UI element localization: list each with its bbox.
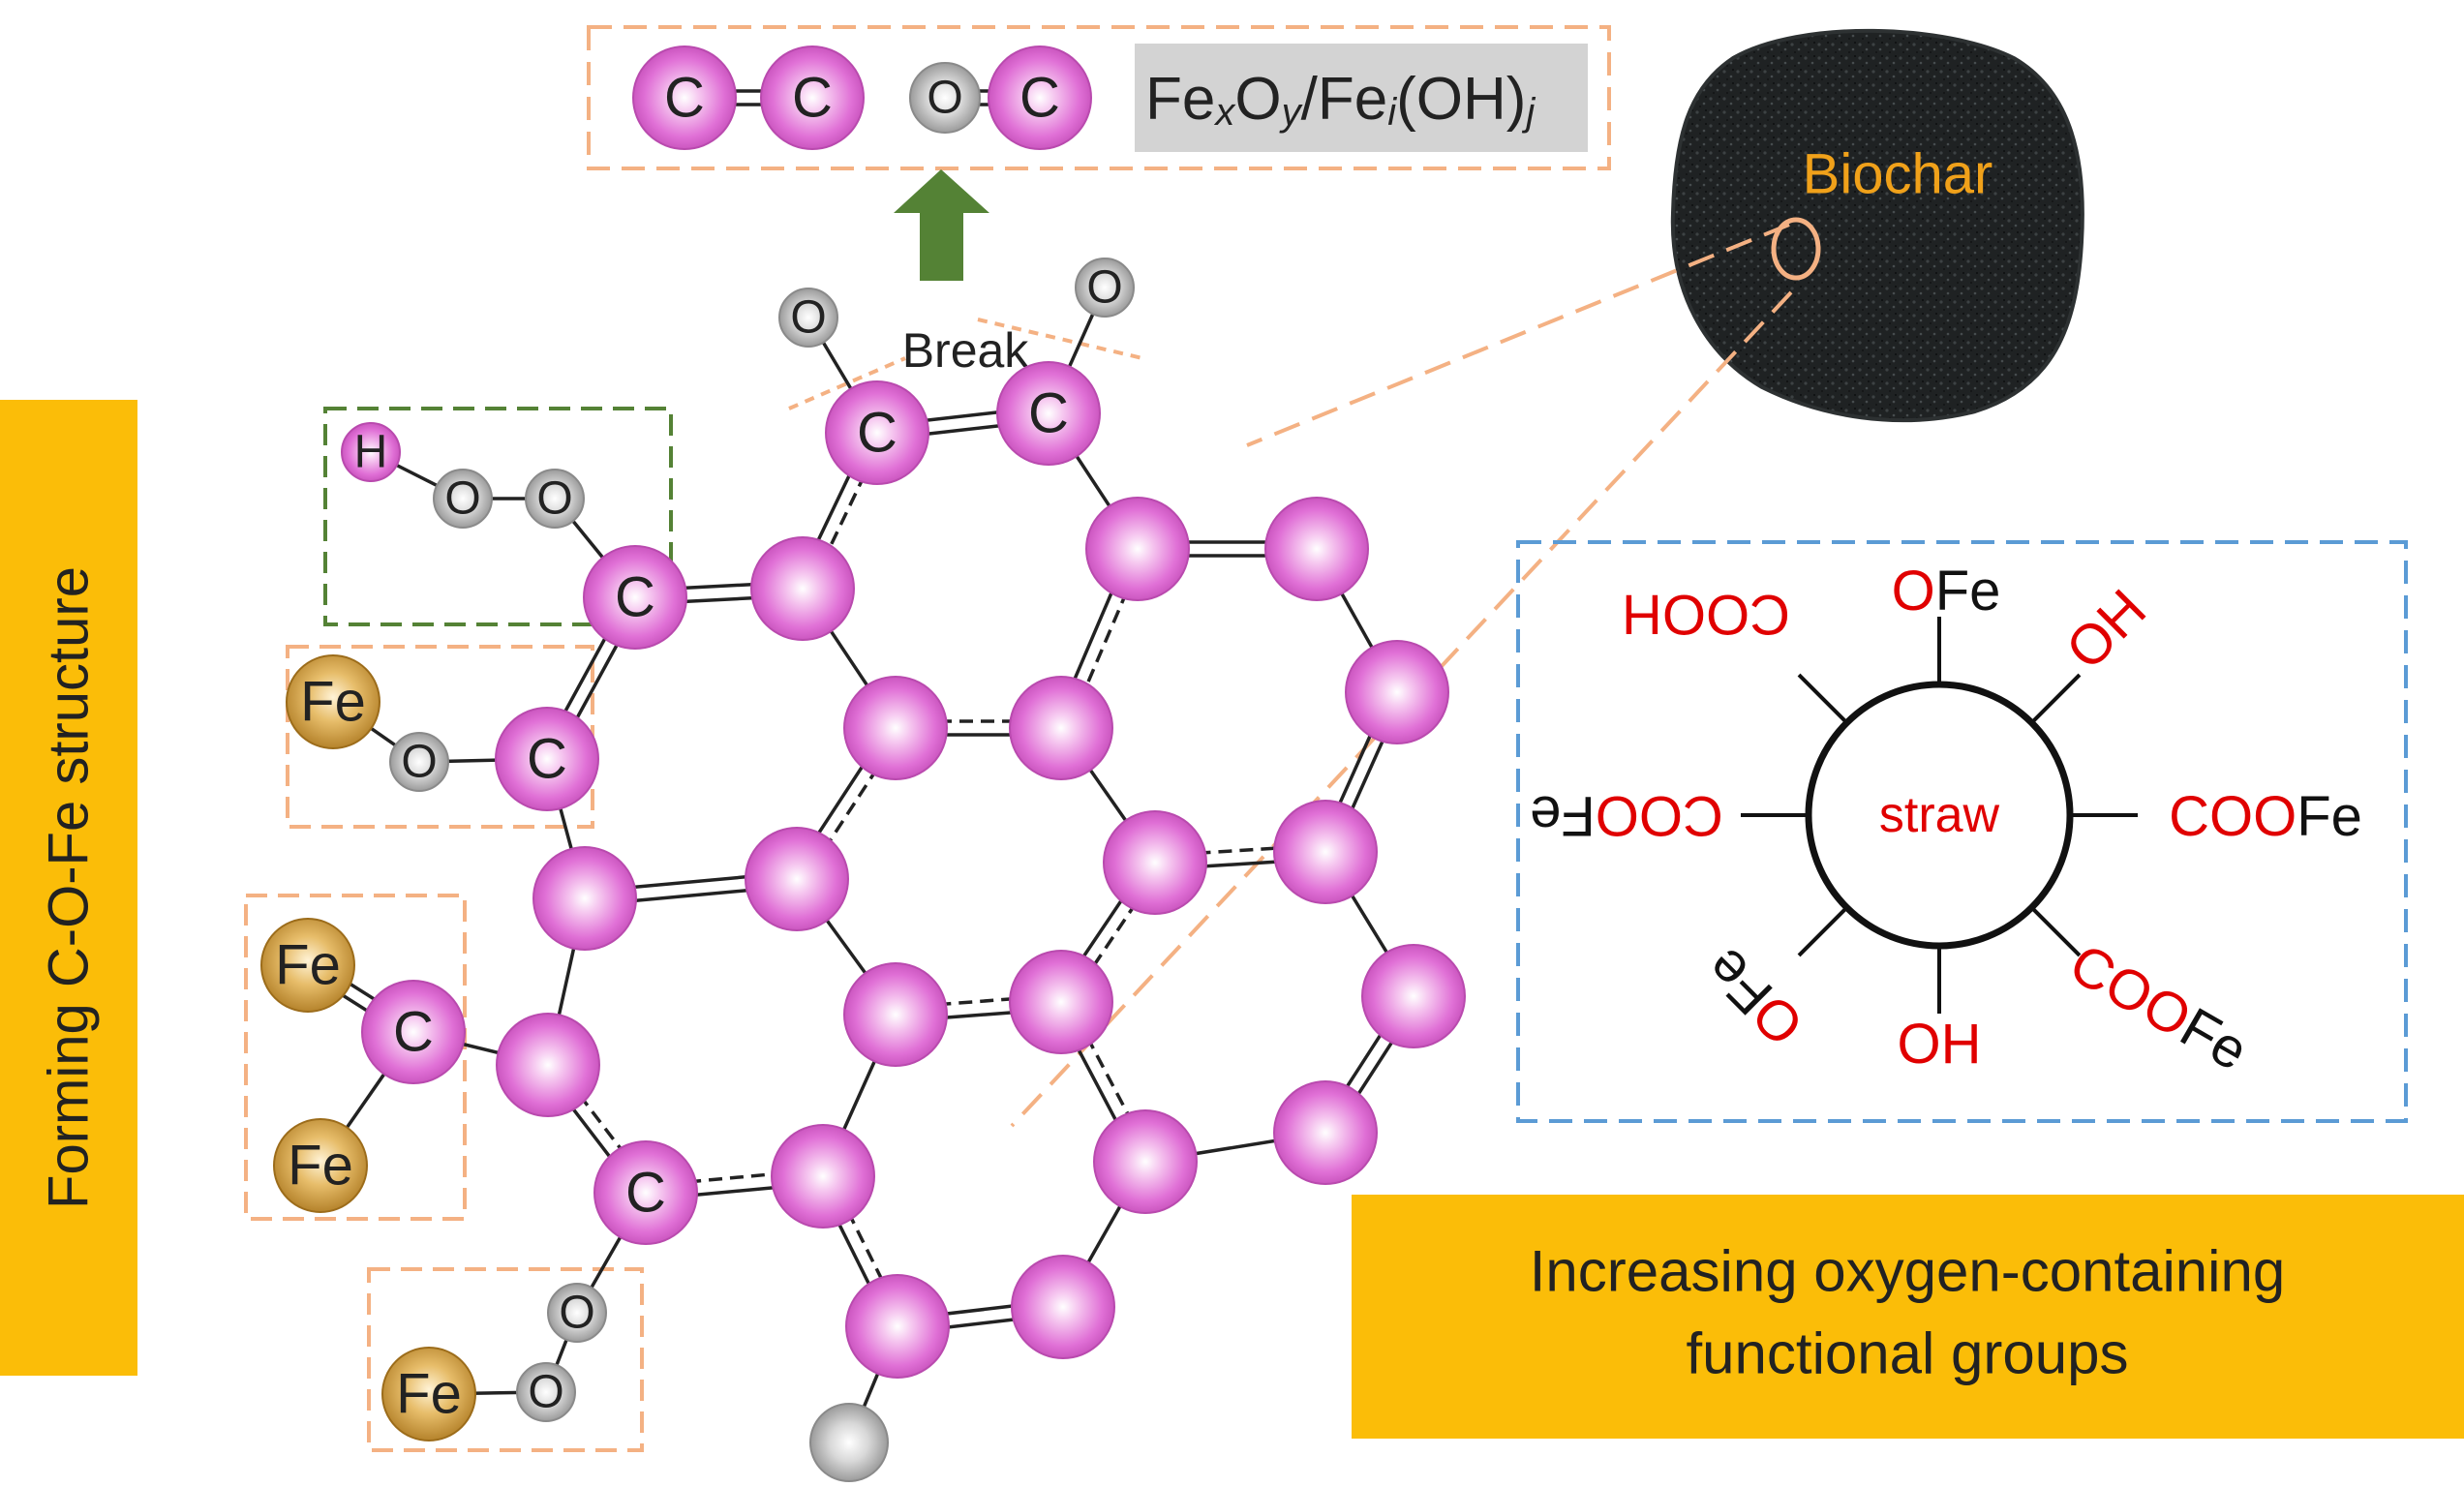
side-banner-text: Forming C-O-Fe structure [38,566,101,1209]
atom-oh2: O [525,469,585,529]
straw-group-5: OH [1898,1013,1982,1076]
atom-label-cL2: C [527,728,567,791]
biochar-zoom-circle [1771,217,1821,281]
atom-label-fe2: Fe [275,934,341,997]
atom-label-t1: C [664,67,705,130]
atom-t2: C [760,46,865,150]
atom-fe3: Fe [273,1118,368,1213]
atom-a15 [771,1124,875,1229]
straw-spoke-2 [2030,673,2082,724]
atom-a14 [1361,944,1466,1048]
atom-label-oL1: O [401,737,437,788]
atom-label-h: H [354,427,388,478]
atom-cL4: C [593,1140,698,1245]
atom-fe1: Fe [286,654,380,749]
atom-a9 [1103,810,1207,915]
straw-group-1: OFe [1892,560,2001,622]
atom-cL3: C [361,980,466,1084]
straw-spoke-0 [1797,673,1848,724]
bottom-banner-line1: Increasing oxygen-containing [1530,1239,2286,1304]
atom-a18 [845,1274,950,1379]
break-lines [788,318,1143,410]
atom-a17 [1273,1080,1378,1185]
atom-label-oh1: O [444,473,480,525]
atom-label-oh2: O [536,473,572,525]
atom-oh1: O [433,469,493,529]
atom-t3: O [909,62,981,134]
atom-a5 [843,676,948,780]
atom-c2: C [996,361,1101,466]
atom-label-fe4: Fe [396,1363,462,1426]
straw-group-2: OH [2053,577,2157,681]
straw-group-4: COOFe [2059,931,2259,1082]
straw-spoke-4 [2030,906,2082,957]
atom-label-t2: C [792,67,833,130]
fe-o-o-box [367,1267,644,1452]
straw-group-6: OFe [1693,936,1815,1058]
atom-label-fe1: Fe [300,671,366,734]
atom-a11 [843,962,948,1067]
top-product-box: FexOy/Fei(OH)j [587,25,1611,170]
atom-oL3: O [516,1362,576,1422]
atom-oL2: O [547,1283,607,1343]
hydroperoxide-box [323,407,673,626]
atom-a13 [496,1013,600,1117]
straw-label: straw [1879,787,2000,843]
atom-label-cL3: C [393,1001,434,1064]
bottom-banner: Increasing oxygen-containing functional … [1352,1195,2464,1439]
atom-a3 [1264,497,1369,601]
atom-c1: C [825,380,929,485]
atom-label-cL1: C [615,566,655,629]
atom-label-cL4: C [625,1162,666,1225]
straw-spoke-6 [1797,906,1848,957]
atom-label-fe3: Fe [288,1135,353,1198]
atom-a16 [1093,1109,1198,1214]
atom-t1: C [632,46,737,150]
atom-h: H [341,422,401,482]
atom-label-oL3: O [528,1367,563,1418]
straw-group-0: COOH [1622,584,1790,647]
atom-fe4: Fe [381,1347,476,1441]
atom-a19 [1011,1255,1115,1359]
atom-fe2: Fe [260,918,355,1013]
biochar-label: Biochar [1803,143,1993,206]
break-label: Break [902,323,1030,378]
biochar-photo: Biochar [1670,28,2084,423]
bottom-banner-line2: functional groups [1687,1321,2129,1386]
atom-label-c2: C [1028,382,1069,445]
atom-cL1: C [583,545,687,650]
atom-label-c1: C [857,402,897,465]
atom-oL1: O [389,732,449,792]
atom-a12 [1009,950,1113,1054]
atom-a10 [1273,800,1378,904]
straw-group-7: COOFe [1530,785,1723,848]
atom-a1 [750,536,855,641]
atom-b [809,1403,889,1482]
side-banner: Forming C-O-Fe structure [0,400,137,1376]
atom-label-o2: O [1086,262,1122,314]
atom-a7 [532,846,637,951]
fe-c-fe-box [244,894,467,1221]
atom-t4: C [988,46,1092,150]
formula-text: FexOy/Fei(OH)j [1145,66,1536,135]
atom-a6 [1009,676,1113,780]
atom-o2: O [1075,258,1135,318]
atom-a4 [1345,640,1449,744]
atom-a2 [1085,497,1190,601]
atom-label-t3: O [927,73,962,124]
atom-cL2: C [495,707,599,811]
up-arrow [894,169,989,281]
atom-label-t4: C [1019,67,1060,130]
atom-a8 [745,827,849,931]
atom-o1: O [778,288,838,348]
straw-group-3: COOFe [2169,785,2362,848]
atom-label-oL2: O [559,1288,594,1339]
atom-label-o1: O [790,292,826,344]
